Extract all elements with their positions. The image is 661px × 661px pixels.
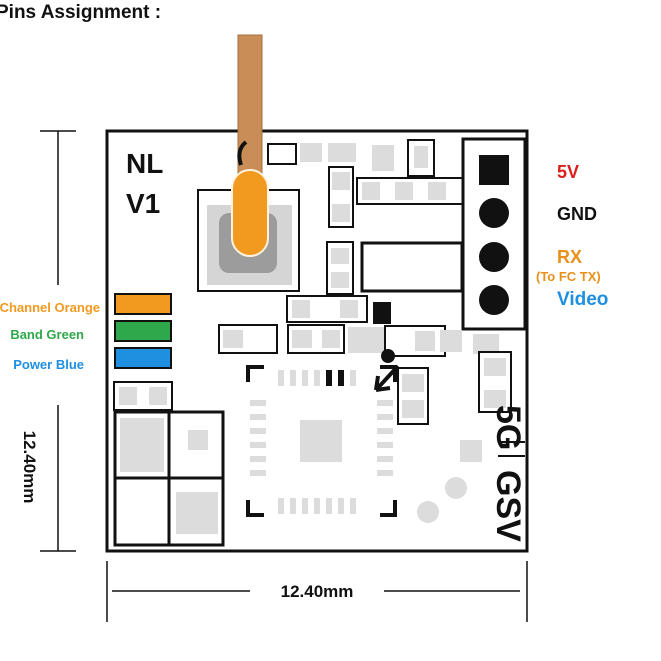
smd-component [267,143,297,165]
smd-pad [415,331,435,351]
dim-label-height: 12.40mm [20,431,39,504]
pin-label-rx-note: (To FC TX) [536,269,601,284]
smd-pad [395,182,413,200]
smd-pad [340,300,358,318]
pin-label-rx: RX [557,247,582,267]
antenna-hook [237,140,248,166]
smd-pad [188,430,208,450]
smd-pad [402,374,424,392]
pin-label-gnd: GND [557,204,597,224]
diagram-title: Pins Assignment : [0,2,161,23]
board-marking-v1: V1 [126,188,160,219]
smd-pad [332,204,350,222]
side-text-5g: 5G [489,405,527,450]
smd-pad [176,492,218,534]
test-point [445,477,467,499]
pin-video-pad [479,285,509,315]
smd-pad [292,300,310,318]
led-label-power: Power Blue [13,357,84,372]
smd-pad [328,143,356,162]
board-marking-nl: NL [126,148,163,179]
smd-pad [440,330,462,352]
crystal-component [360,241,464,293]
smd-pad [473,334,499,354]
smd-pad [484,358,506,376]
smd-pad [149,387,167,405]
led-orange [114,293,172,315]
smd-pad [362,182,380,200]
smd-pad [292,330,312,348]
smd-pad [460,440,482,462]
smd-pad [120,418,164,472]
antenna-solder-tip [231,169,269,257]
smd-pad [331,272,349,288]
smd-pad [414,146,428,168]
smd-pad [484,390,506,408]
pin-gnd-pad [479,198,509,228]
led-label-band: Band Green [10,327,84,342]
main-chip [246,365,397,517]
smd-pad [223,330,243,348]
smd-pad [428,182,446,200]
smd-pad [372,145,394,171]
dim-label-width: 12.40mm [281,582,354,601]
pin-rx-pad [479,242,509,272]
smd-pad [348,327,388,353]
smd-pad [402,400,424,418]
smd-pad [332,172,350,190]
led-label-channel: Channel Orange [0,300,100,315]
side-text-gsv: GSV [489,470,527,542]
test-point [417,501,439,523]
antenna-wire [237,34,263,191]
smd-pad [322,330,340,348]
led-green [114,320,172,342]
pin-label-5v: 5V [557,162,579,182]
pin-5v-pad [479,155,509,185]
pin1-dot [381,349,395,363]
pin-label-video: Video [557,289,608,310]
smd-pad [331,248,349,264]
marker-square [373,302,391,324]
led-blue [114,347,172,369]
smd-pad [300,143,322,162]
smd-pad [119,387,137,405]
